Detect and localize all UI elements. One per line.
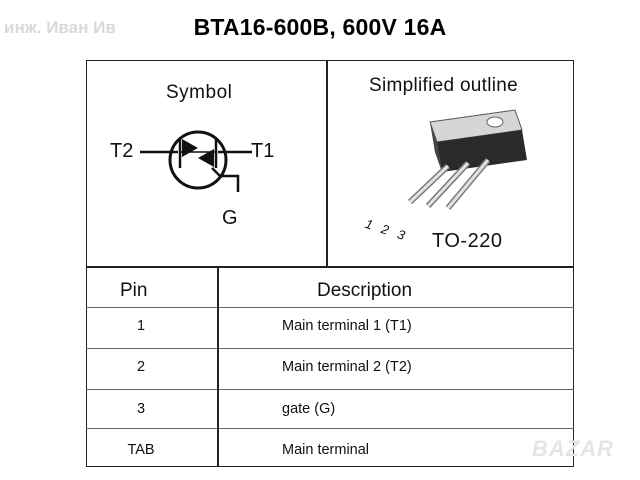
row-divider	[86, 348, 574, 349]
header-description: Description	[317, 280, 413, 301]
page-title: BTA16-600B, 600V 16A	[193, 14, 447, 40]
table-row-description: gate (G)	[282, 401, 336, 417]
t1-label: T1	[251, 140, 275, 162]
g-label: G	[222, 207, 238, 229]
brand-badge-logo: BAZAR	[532, 436, 614, 461]
t2-label: T2	[110, 140, 134, 162]
to220-package-icon	[407, 109, 527, 210]
triac-symbol-icon	[140, 130, 252, 192]
symbol-title: Symbol	[166, 82, 233, 103]
table-row-description: Main terminal 2 (T2)	[282, 359, 412, 375]
table-row-pin: 1	[136, 318, 146, 334]
table-row-pin: TAB	[127, 442, 155, 458]
table-row-description: Main terminal 1 (T1)	[282, 318, 412, 334]
row-divider	[86, 428, 574, 429]
outline-title: Simplified outline	[369, 75, 519, 96]
panel-divider	[326, 60, 328, 267]
datasheet-frame	[86, 60, 574, 467]
table-top-border	[86, 266, 574, 268]
row-divider	[86, 389, 574, 390]
row-divider	[86, 307, 574, 308]
column-divider	[217, 267, 219, 467]
watermark-text: инж. Иван Ив	[4, 18, 116, 37]
package-name: TO-220	[432, 230, 503, 252]
table-row-pin: 2	[136, 359, 146, 375]
table-row-description: Main terminal	[282, 442, 370, 458]
table-row-pin: 3	[136, 401, 146, 417]
header-pin: Pin	[120, 280, 148, 301]
